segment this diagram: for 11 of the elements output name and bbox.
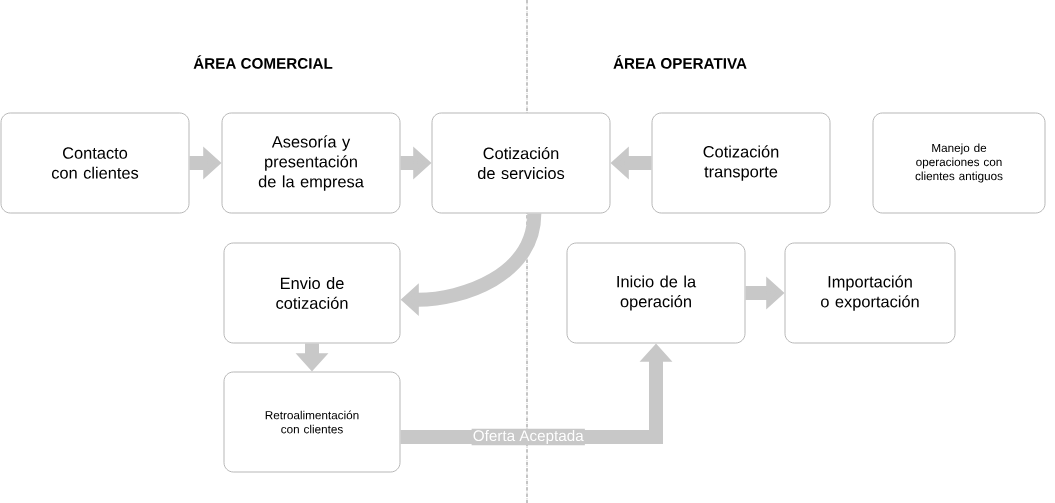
process-box: Inicio de la operación: [566, 242, 746, 344]
process-box: Retroalimentación con clientes: [223, 371, 401, 473]
section-heading: ÁREA COMERCIAL: [193, 55, 333, 69]
process-box: Manejo de operaciones con clientes antiguos: [872, 112, 1046, 214]
process-box: Cotización de servicios: [431, 112, 611, 214]
process-box: Cotización transporte: [651, 112, 831, 214]
process-box: Contacto con clientes: [0, 112, 190, 214]
process-box: Envio de cotización: [223, 242, 401, 344]
section-heading: ÁREA OPERATIVA: [613, 55, 747, 69]
process-box: Asesoría y presentación de la empresa: [221, 112, 401, 214]
process-box: Importación o exportación: [784, 242, 956, 344]
